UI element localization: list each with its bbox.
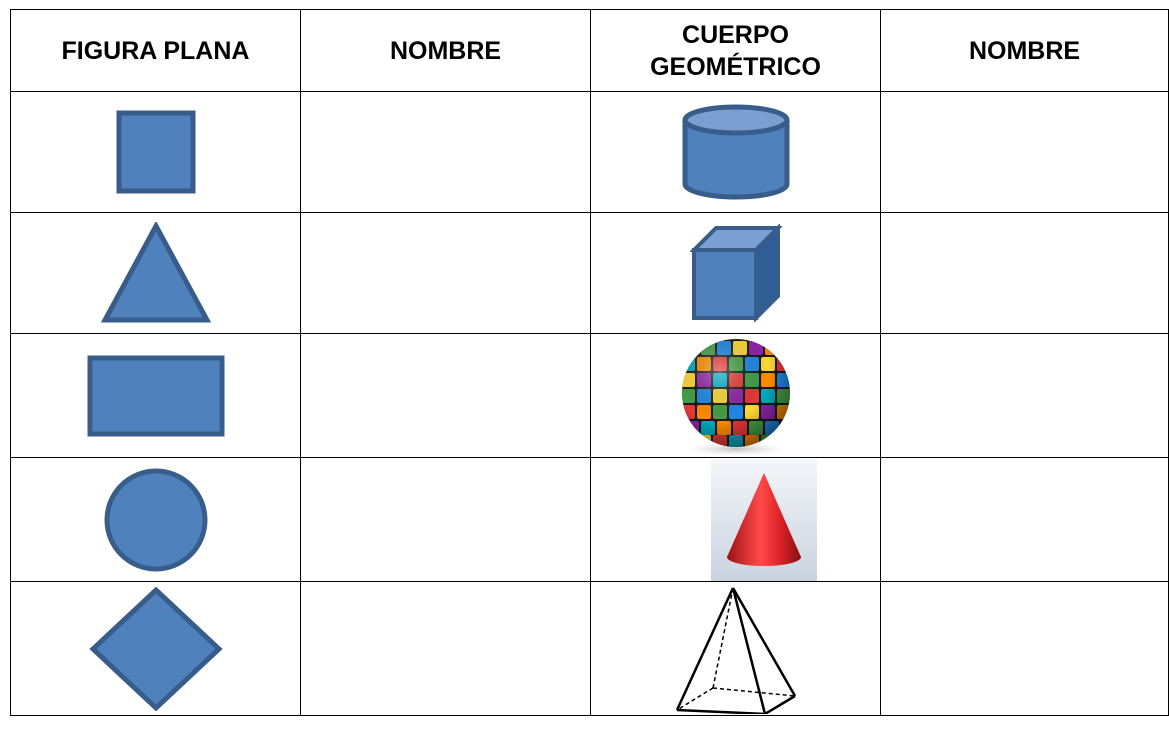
table-row xyxy=(10,212,1169,334)
solid-figure-cell xyxy=(590,581,881,716)
name-input-cell[interactable] xyxy=(300,333,591,458)
table-row xyxy=(10,91,1169,213)
triangle-icon xyxy=(100,222,211,323)
solid-figure-cell xyxy=(590,212,881,334)
header-name-1: NOMBRE xyxy=(300,9,591,92)
table-row xyxy=(10,457,1169,582)
flat-figure-cell xyxy=(10,333,301,458)
cube-icon xyxy=(689,224,782,322)
header-solid-line-2: GEOMÉTRICO xyxy=(650,52,821,81)
solid-figure-cell xyxy=(590,333,881,458)
pyramid-icon xyxy=(675,586,796,714)
name-input-cell[interactable] xyxy=(880,581,1169,716)
solid-figure-cell xyxy=(590,91,881,213)
name-input-cell[interactable] xyxy=(300,212,591,334)
square-icon xyxy=(116,110,195,194)
header-row: FIGURA PLANA NOMBRE CUERPO GEOMÉTRICO NO… xyxy=(10,9,1169,92)
shapes-worksheet-table: FIGURA PLANA NOMBRE CUERPO GEOMÉTRICO NO… xyxy=(10,9,1169,716)
flat-figure-cell xyxy=(10,91,301,213)
header-solid-figure: CUERPO GEOMÉTRICO xyxy=(590,9,881,92)
solid-figure-cell xyxy=(590,457,881,582)
name-input-cell[interactable] xyxy=(880,91,1169,213)
sphere-icon xyxy=(681,338,790,456)
name-input-cell[interactable] xyxy=(300,457,591,582)
flat-figure-cell xyxy=(10,457,301,582)
name-input-cell[interactable] xyxy=(300,581,591,716)
rectangle-icon xyxy=(87,355,224,436)
flat-figure-cell xyxy=(10,581,301,716)
flat-figure-cell xyxy=(10,212,301,334)
header-flat-figure: FIGURA PLANA xyxy=(10,9,301,92)
header-name-2: NOMBRE xyxy=(880,9,1169,92)
table-row xyxy=(10,333,1169,458)
cylinder-icon xyxy=(682,104,789,200)
name-input-cell[interactable] xyxy=(880,333,1169,458)
header-solid-line-1: CUERPO xyxy=(682,20,789,49)
rhombus-icon xyxy=(88,586,223,711)
name-input-cell[interactable] xyxy=(300,91,591,213)
table-row xyxy=(10,581,1169,716)
circle-icon xyxy=(104,468,207,571)
cone-icon xyxy=(711,458,817,581)
name-input-cell[interactable] xyxy=(880,212,1169,334)
name-input-cell[interactable] xyxy=(880,457,1169,582)
